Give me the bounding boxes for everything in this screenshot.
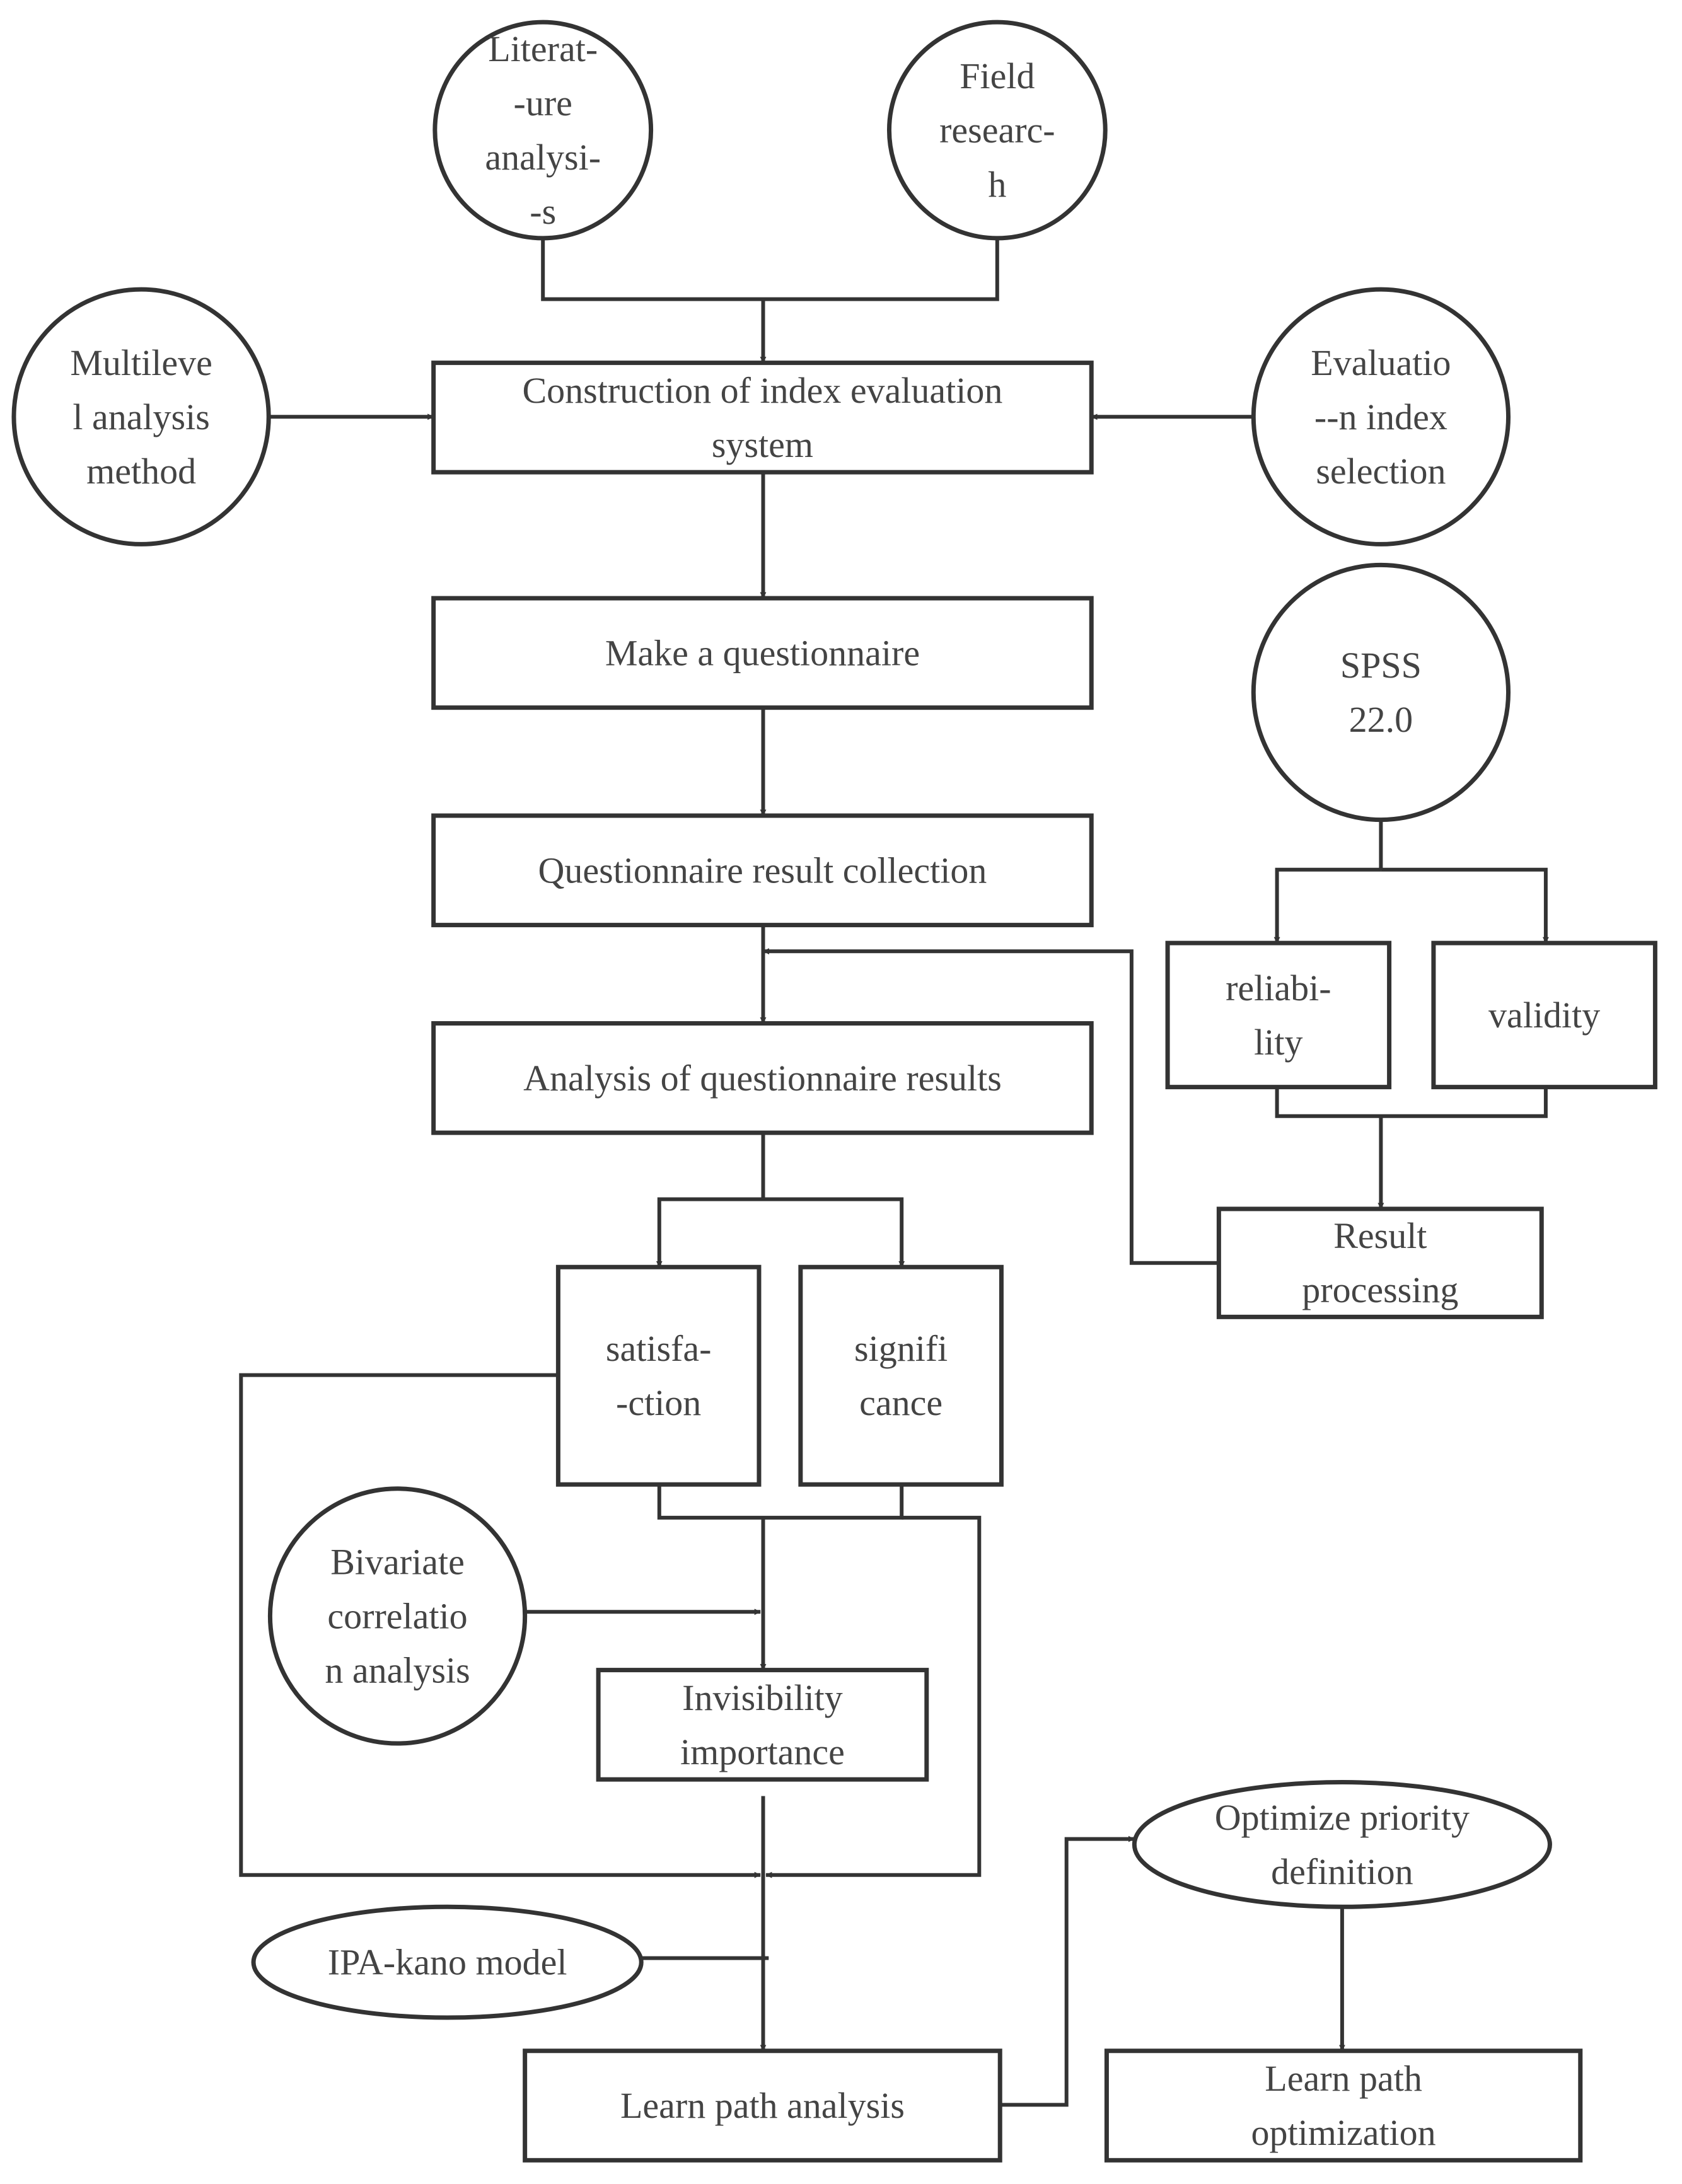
- nodes-layer: Literat- -ure analysi- -s Field researc-hMult…: [11, 20, 1657, 2163]
- edge-analysis-to-satisfaction: [656, 1197, 763, 1268]
- node-label-line: lity: [1254, 1022, 1302, 1063]
- node-multilevel: Multileve l analysis method: [11, 287, 271, 546]
- node-box: [1431, 940, 1657, 1090]
- edge-analysis-to-significance: [763, 1197, 905, 1268]
- node-satisfaction: satisfa- -ction: [555, 1264, 762, 1487]
- node-validity: validity: [1431, 940, 1657, 1090]
- node-label-line: IPA-kano model: [328, 1942, 567, 1983]
- node-box: [798, 1264, 1004, 1487]
- node-label-line: method: [86, 451, 196, 492]
- node-field: Field researc-h: [886, 20, 1108, 241]
- node-learn-path-optimization: Learn path optimization: [1104, 2048, 1583, 2163]
- node-label-line: satisfa-: [606, 1328, 712, 1369]
- node-label-line: -ure: [514, 83, 572, 124]
- node-circle: [1251, 287, 1511, 546]
- node-label-line: reliabi-: [1226, 968, 1331, 1008]
- node-result-processing: Result processing: [1216, 1206, 1544, 1319]
- node-label-line: SPSS: [1340, 645, 1422, 686]
- node-box: [431, 361, 1094, 475]
- node-label-line: signifi: [854, 1328, 948, 1369]
- node-label-line: Analysis of questionnaire results: [523, 1058, 1002, 1099]
- edge-spss-to-validity: [1381, 867, 1549, 944]
- node-label-line: Optimize priority: [1215, 1797, 1470, 1838]
- node-label-line: l analysis: [72, 396, 209, 437]
- node-box: [431, 1021, 1094, 1135]
- node-make-questionnaire: Make a questionnaire: [431, 596, 1094, 710]
- node-label-line: 22.0: [1349, 699, 1413, 740]
- node-significance: signifi cance: [798, 1264, 1004, 1487]
- node-box: [431, 813, 1094, 928]
- node-ellipse: [1132, 1780, 1552, 1909]
- node-label-line: Invisibility: [682, 1677, 843, 1718]
- node-box: [431, 596, 1094, 710]
- node-label-line: Learn path: [1265, 2058, 1422, 2099]
- node-label-line: cance: [859, 1382, 942, 1423]
- edge-result-processing-to-analysis: [763, 948, 1219, 1265]
- node-box: [523, 2048, 1002, 2163]
- node-label-line: analysi-: [485, 137, 601, 178]
- node-label-line: optimization: [1251, 2112, 1436, 2153]
- node-literature: Literat- -ure analysi- -s: [432, 20, 654, 241]
- node-label-line: Field: [960, 55, 1035, 96]
- node-ipa-kano: IPA-kano model: [251, 1904, 644, 2020]
- node-label-line: processing: [1302, 1269, 1458, 1310]
- node-invisibility: Invisibility importance: [596, 1668, 929, 1782]
- node-label-line: Multileve: [70, 342, 212, 383]
- edge-reliability-validity-join: [1275, 1087, 1548, 1118]
- edge-satisfaction-left-loop: [239, 1373, 761, 1878]
- node-label-line: validity: [1488, 995, 1600, 1036]
- node-box: [1165, 940, 1392, 1090]
- node-circle: [886, 20, 1108, 241]
- node-spss: SPSS 22.0: [1251, 562, 1511, 823]
- node-learn-path-analysis: Learn path analysis: [523, 2048, 1002, 2163]
- node-ellipse: [251, 1904, 644, 2020]
- node-label-line: importance: [680, 1731, 845, 1772]
- edges-layer: [239, 238, 1549, 2107]
- node-circle: [11, 287, 271, 546]
- edge-significance-right-loop: [765, 1515, 982, 1878]
- node-collection: Questionnaire result collection: [431, 813, 1094, 928]
- node-label-line: Construction of index evaluation: [522, 370, 1002, 411]
- node-label-line: correlatio: [327, 1595, 467, 1636]
- edge-spss-to-reliability: [1273, 867, 1381, 944]
- edge-literature-field-to-construction: [541, 238, 999, 301]
- node-box: [1216, 1206, 1544, 1319]
- node-label-line: Learn path analysis: [620, 2085, 905, 2126]
- node-construction: Construction of index evaluation system: [431, 361, 1094, 475]
- node-analysis: Analysis of questionnaire results: [431, 1021, 1094, 1135]
- node-label-line: n analysis: [325, 1650, 470, 1690]
- node-circle: [267, 1486, 528, 1746]
- node-label-line: -ction: [616, 1382, 701, 1423]
- node-circle: [432, 20, 654, 241]
- node-optimize-priority: Optimize priority definition: [1132, 1780, 1552, 1909]
- node-label-line: Make a questionnaire: [605, 632, 920, 673]
- node-label-line: selection: [1316, 451, 1446, 492]
- node-label-line: Bivariate: [330, 1541, 465, 1582]
- node-label-line: -s: [530, 191, 556, 232]
- node-box: [1104, 2048, 1583, 2163]
- node-label-line: definition: [1271, 1851, 1413, 1892]
- edge-learn-path-to-optimize: [1000, 1835, 1135, 2107]
- node-circle: [1251, 562, 1511, 823]
- node-label-line: researc-: [939, 110, 1055, 151]
- edge-satisfaction-significance-join: [657, 1484, 904, 1520]
- node-label-line: Result: [1333, 1215, 1427, 1256]
- node-label-line: Evaluatio: [1311, 342, 1451, 383]
- node-label-line: Literat-: [488, 28, 598, 69]
- node-box: [555, 1264, 762, 1487]
- node-evaluation-index: Evaluatio --n index selection: [1251, 287, 1511, 546]
- node-label-line: system: [712, 424, 813, 465]
- node-label-line: --n index: [1314, 396, 1447, 437]
- node-label-line: Questionnaire result collection: [538, 850, 987, 891]
- node-box: [596, 1668, 929, 1782]
- node-reliability: reliabi-lity: [1165, 940, 1392, 1090]
- node-label-line: h: [988, 164, 1006, 205]
- node-bivariate: Bivariate correlatio n analysis: [267, 1486, 528, 1746]
